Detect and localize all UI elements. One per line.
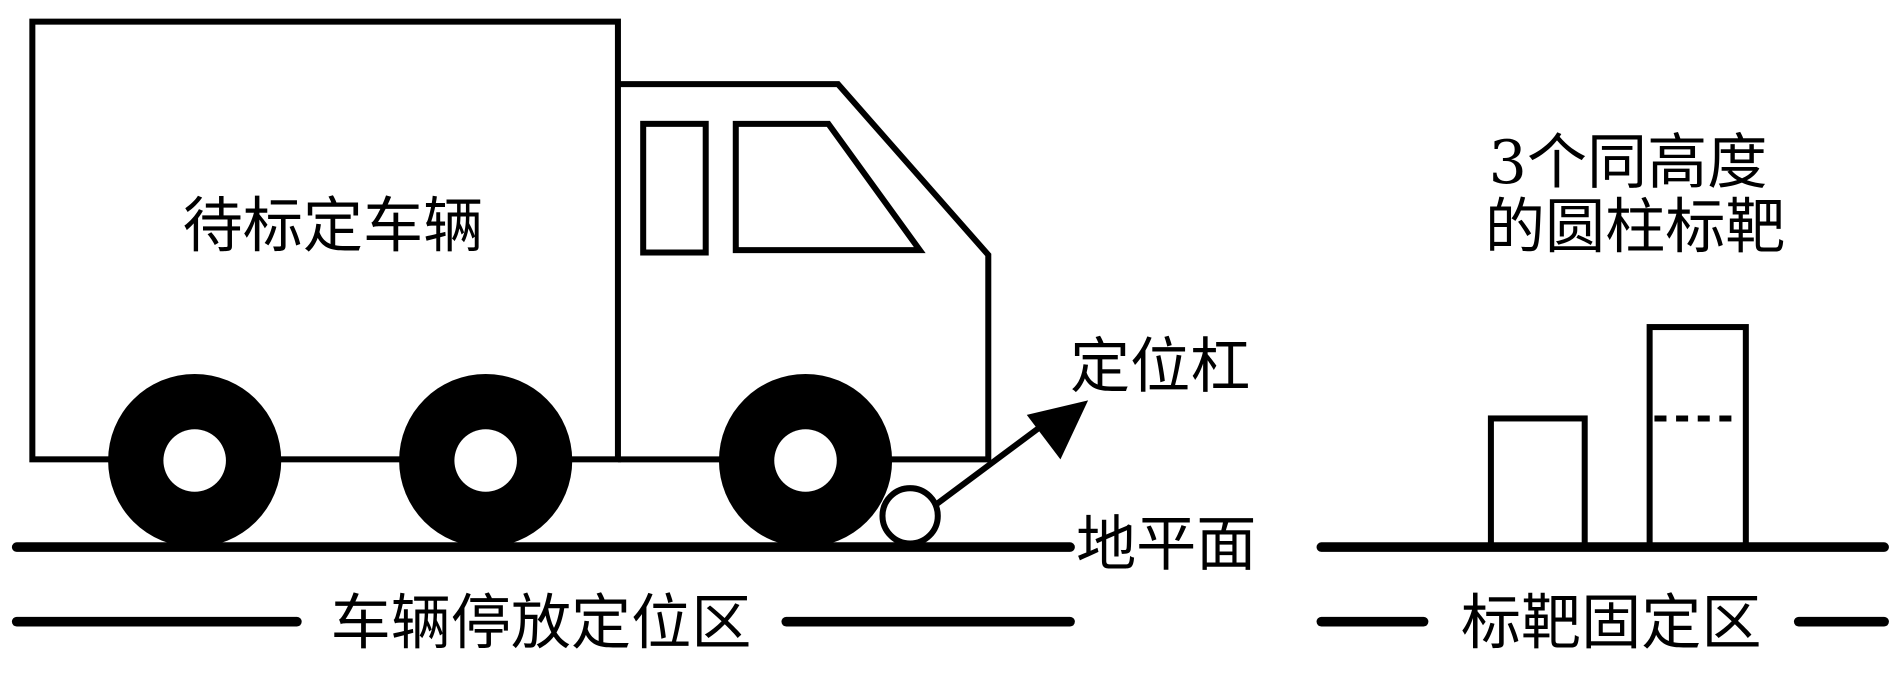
wheel [399,373,573,548]
target-zone-label: 标靶固定区 [1461,588,1762,658]
parking-zone-label: 车辆停放定位区 [331,588,752,658]
wheel [718,373,893,548]
target-short [1487,415,1588,551]
target-tall [1646,324,1749,551]
arrow-line [933,418,1051,508]
targets-label-line1: 3个同高度 [1489,128,1768,198]
side-window [640,120,709,256]
wheel [108,373,282,548]
targets [1487,324,1749,551]
positioning-bar-label: 定位杠 [1070,332,1250,402]
targets-label-line2: 的圆柱标靶 [1485,193,1786,263]
arrow-head-icon [1026,400,1089,460]
positioning-bar [879,485,941,547]
cargo-box [29,18,621,463]
truck: 待标定车辆 [29,18,992,548]
front-window [732,120,926,254]
ground-label: 地平面 [1076,510,1256,580]
vehicle-label: 待标定车辆 [183,192,484,262]
